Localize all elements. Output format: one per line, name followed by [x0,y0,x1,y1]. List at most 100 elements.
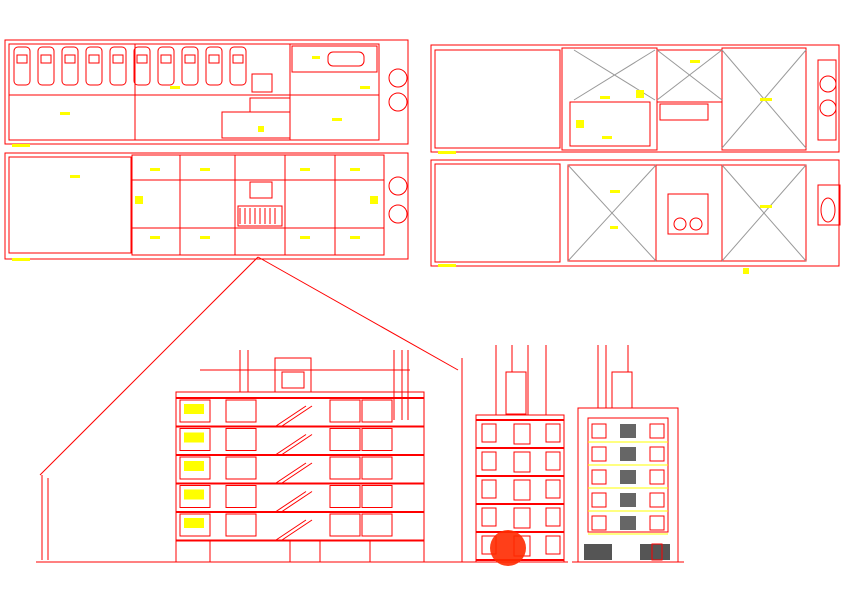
stair-flight [275,462,307,484]
window-opening [545,451,561,471]
car-windshield [40,54,52,64]
window-opening [513,423,531,445]
unit-room [225,456,257,480]
car-windshield [232,54,244,64]
car-windshield [88,54,100,64]
facade-windows [588,423,668,535]
section-longitudinal [36,350,470,563]
car-windshield [136,54,148,64]
car-windshield [112,54,124,64]
facade-window [620,516,636,530]
parked-car [109,46,127,86]
unit-room [225,399,257,423]
facade-window [620,493,636,507]
window-opening [481,451,497,471]
unit-room [329,456,361,480]
stair-flight [281,491,313,512]
parked-car [181,46,199,86]
plan-roof-level [430,44,840,154]
parked-car [327,51,365,67]
facade-window [591,515,607,531]
stair-flight [275,491,307,512]
facade-window [591,469,607,485]
section-cut-leader [39,256,459,560]
window-opening [545,423,561,443]
window-opening [545,507,561,527]
unit-room [361,399,393,423]
unit-room [179,485,211,508]
unit-room [361,513,393,537]
window-opening [545,535,561,555]
car-windshield [184,54,196,64]
parked-car [205,46,223,86]
stair-flight [275,519,307,541]
car-windshield [16,54,28,64]
car-windshield [160,54,172,64]
facade-window [620,470,636,484]
room-tag [184,461,204,471]
section-floor-lines [176,397,424,542]
stair-flight [281,434,313,455]
section-transversal [456,345,568,566]
facade-window [591,492,607,508]
unit-room [179,456,211,480]
unit-room [179,513,211,537]
stair-flight [275,405,307,427]
parked-car [85,46,103,86]
unit-room [179,428,211,451]
facade-window [649,492,665,508]
room-tag [184,404,204,414]
facade-window [649,446,665,462]
section-floor-lines [476,419,564,561]
facade-front [572,345,684,563]
facade-window [591,446,607,462]
unit-room [225,513,257,537]
stair-flight [281,405,313,427]
stair-flight [281,519,313,541]
facade-window [620,424,636,438]
room-tag [184,489,204,500]
window-opening [513,479,531,501]
parked-car [229,46,247,86]
facade-window [649,469,665,485]
parked-car [37,46,55,86]
unit-room [179,399,211,423]
unit-room [361,428,393,451]
highlight-marker [490,530,526,566]
stair-flight [275,434,307,455]
stair-treads [239,208,276,224]
window-opening [481,423,497,443]
window-opening [481,479,497,499]
facade-window [591,423,607,439]
facade-window [649,423,665,439]
unit-room [361,485,393,508]
unit-room [329,513,361,537]
facade-window [649,515,665,531]
plan-upper-floor [430,159,841,274]
plan-typical-floor [4,152,409,261]
window-opening [481,507,497,527]
unit-room [361,456,393,480]
room-tag [184,518,204,528]
parked-car [13,46,31,86]
unit-room [329,428,361,451]
parked-car [61,46,79,86]
room-tag [184,432,204,443]
parked-car [157,46,175,86]
section-units [179,399,393,537]
plan-parking-level [4,39,409,147]
facade-window [620,447,636,461]
window-opening [513,507,531,529]
unit-room [225,428,257,451]
window-opening [545,479,561,499]
unit-room [225,485,257,508]
car-windshield [64,54,76,64]
parking-cars [13,46,365,86]
unit-room [329,485,361,508]
section-stairs [275,405,313,541]
stair-flight [281,462,313,484]
parked-car [133,46,151,86]
unit-room [329,399,361,423]
car-windshield [208,54,220,64]
